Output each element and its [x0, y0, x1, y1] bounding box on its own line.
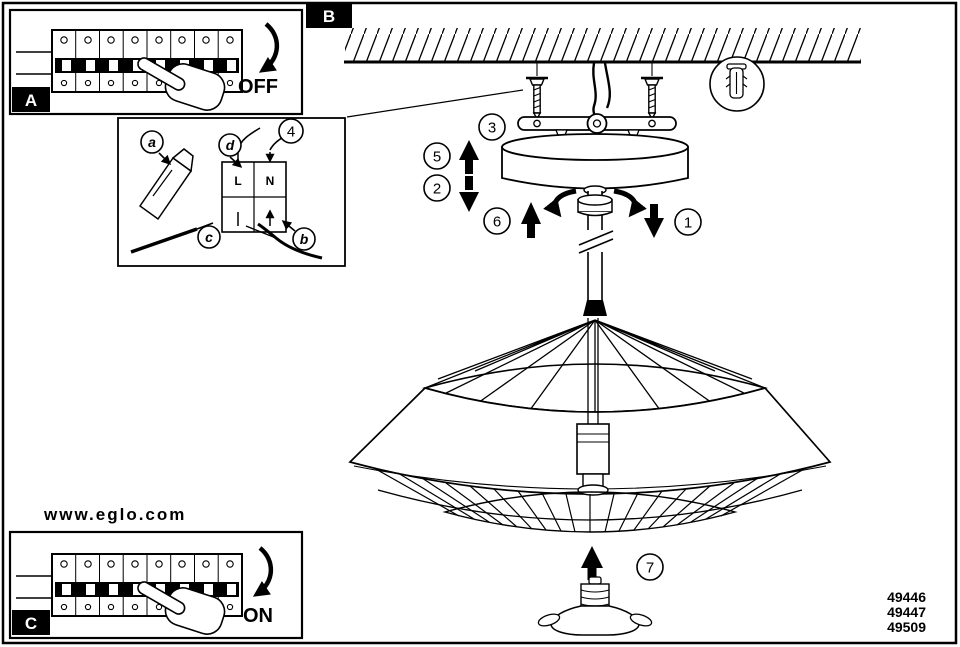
product-number-3: 49509: [887, 619, 926, 635]
panel-b: B: [306, 4, 352, 28]
svg-text:5: 5: [433, 148, 441, 165]
mains-cable: [592, 62, 611, 122]
panel-a-badge: [12, 87, 50, 112]
step-5-badge: 5: [423, 142, 451, 170]
assembly-diagram: 3 5 2 6 1 7: [344, 28, 861, 636]
arrow-down-rod-icon: [644, 204, 664, 238]
screw-right: [639, 76, 665, 121]
step-7-badge: 7: [636, 553, 664, 581]
light-bulb: [537, 576, 653, 636]
terminal-n-label: N: [266, 174, 275, 188]
svg-text:3: 3: [488, 119, 496, 136]
step-6-badge: 6: [483, 207, 511, 235]
svg-text:6: 6: [493, 213, 501, 230]
product-number-2: 49447: [887, 604, 926, 620]
screw-left: [524, 76, 550, 121]
bulb-wing-right: [629, 613, 653, 627]
terminal-l-label: L: [234, 174, 241, 188]
terminal-block: L N: [221, 127, 289, 233]
panel-c-badge: [12, 610, 50, 635]
label-a-badge: a: [140, 130, 164, 154]
label-b-badge: b: [292, 227, 316, 251]
label-b-arrow-icon: [281, 220, 296, 232]
canopy: [501, 133, 689, 195]
shade-cage-bottom: [373, 467, 807, 533]
ceiling-hatch: [344, 28, 861, 64]
arrow-up-rod-icon: [521, 202, 541, 238]
wall-plug-icon: [725, 63, 748, 99]
bulb-arrow-up-icon: [581, 546, 603, 580]
switch-off-arrow-icon: [258, 22, 280, 73]
step-2-badge: 2: [423, 174, 451, 202]
label-d-badge: d: [218, 133, 242, 157]
svg-text:1: 1: [684, 214, 692, 231]
cage-mid-ring: [377, 489, 803, 521]
locknut: [577, 194, 613, 217]
svg-text:7: 7: [646, 559, 654, 576]
label-d-arrow-icon: [229, 156, 243, 168]
arrow-down-canopy-icon: [459, 176, 479, 212]
panel-a: OFF A: [8, 8, 304, 116]
step-1-badge: 1: [674, 208, 702, 236]
panel-c: ON C: [8, 530, 304, 640]
inner-stem: [587, 318, 599, 424]
cage-bottom-ring: [442, 491, 738, 533]
shade-apex-cap: [583, 300, 607, 316]
product-number-1: 49446: [887, 589, 926, 605]
inset-leader-line: [346, 89, 524, 118]
rod-break-marks: [578, 230, 614, 254]
panel-c-label: C: [25, 614, 37, 633]
arrow-up-canopy-icon: [459, 140, 479, 174]
panel-b-badge: [306, 4, 352, 28]
step-3-badge: 3: [478, 113, 506, 141]
svg-text:d: d: [226, 137, 235, 153]
on-label: ON: [243, 605, 273, 627]
svg-text:c: c: [205, 229, 213, 245]
bulb-wing-left: [537, 613, 561, 627]
svg-text:a: a: [148, 134, 156, 150]
panel-a-label: A: [25, 91, 37, 110]
bracket-icon: [138, 148, 194, 221]
suspension-rod: [577, 191, 614, 303]
svg-text:2: 2: [433, 180, 441, 197]
lamp-shade: [348, 318, 832, 533]
label-c-badge: c: [197, 225, 221, 249]
switch-on-arrow-icon: [252, 546, 274, 597]
shade-cage-top: [424, 319, 766, 412]
svg-text:b: b: [300, 231, 309, 247]
lamp-cable: [245, 222, 323, 260]
svg-text:4: 4: [287, 123, 295, 140]
anchor-detail-balloon: [709, 56, 765, 112]
screw-guide-lines: [536, 63, 653, 76]
label-a-arrow-icon: [158, 152, 172, 166]
rotation-arrow-right-icon: [613, 188, 647, 218]
website-text: www.eglo.com: [43, 505, 186, 524]
rotation-arrow-left-icon: [543, 188, 577, 218]
step-4-badge: 4: [278, 118, 304, 144]
off-label: OFF: [238, 76, 278, 98]
product-numbers: 49446 49447 49509: [887, 589, 926, 635]
wiring-inset: L N a d c b: [117, 89, 524, 267]
panel-b-label: B: [323, 7, 335, 26]
terminal-up-arrows-icon: [237, 212, 270, 226]
